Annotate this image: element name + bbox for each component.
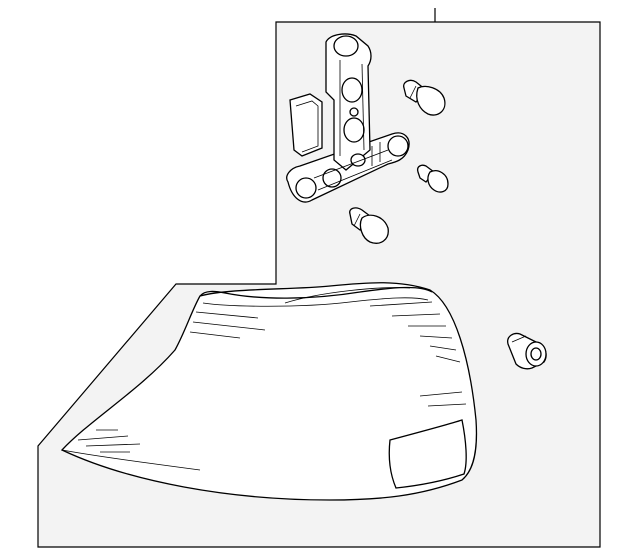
lens-side-contour [61, 449, 201, 471]
carrier-top-knob [333, 35, 359, 57]
bulb-large-lower [349, 207, 389, 244]
bulb-small-middle-glass [427, 170, 449, 193]
bulb-socket-carrier [286, 33, 410, 203]
socket-upper [341, 77, 363, 103]
mounting-nut [507, 332, 547, 370]
bulb-large-upper [403, 79, 446, 116]
carrier-mount-left [295, 177, 317, 199]
lens-hatch-lower [77, 391, 467, 453]
socket-middle [343, 117, 365, 143]
nut-bore [530, 347, 542, 361]
bulb-large-upper-glass [416, 85, 446, 116]
socket-small [349, 107, 359, 117]
carrier-ridges [313, 60, 393, 191]
carrier-side-bracket [289, 93, 323, 157]
bulb-large-lower-glass [359, 214, 389, 244]
lens-body [60, 282, 478, 501]
bulb-small-middle [416, 164, 449, 193]
tail-lamp-lens-housing [60, 282, 478, 501]
lens-hatch-upper [189, 301, 461, 363]
reflector-window [388, 419, 467, 489]
lens-inner-edge [284, 287, 411, 304]
lens-top-rim-inner [202, 297, 429, 307]
carrier-mount-ring [350, 153, 366, 167]
carrier-mount-right [387, 135, 409, 157]
